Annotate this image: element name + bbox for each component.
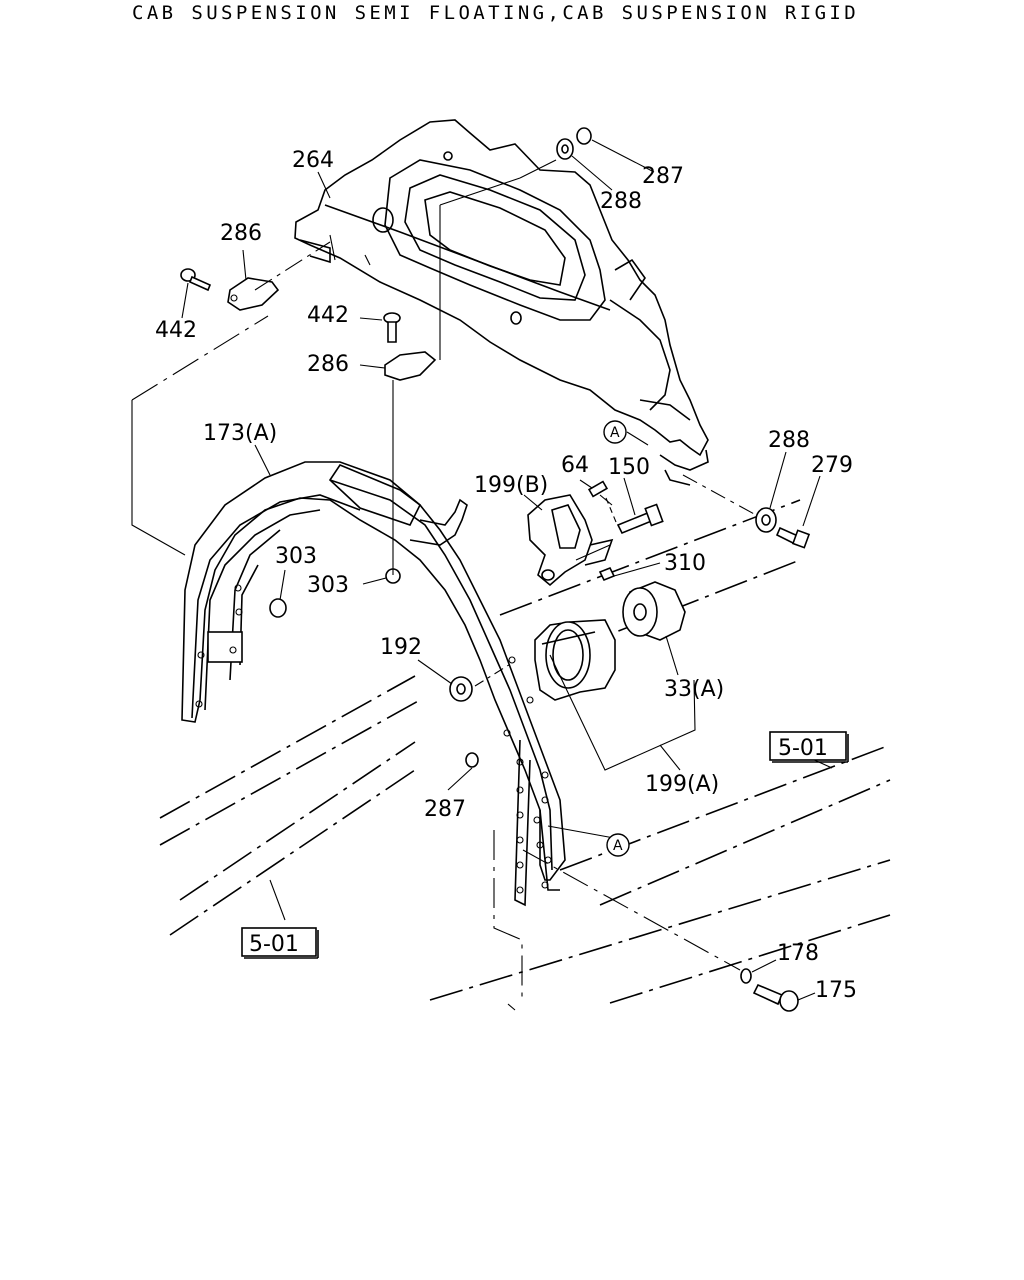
bolt-175 — [752, 983, 799, 1012]
label-175: 175 — [815, 978, 857, 1003]
label-303-a: 303 — [275, 544, 317, 569]
page-title: CAB SUSPENSION SEMI FLOATING,CAB SUSPENS… — [132, 2, 860, 24]
circle-marker-a-top: A — [603, 420, 627, 444]
bolt-442-left — [180, 268, 212, 292]
bolt-279 — [775, 526, 811, 549]
circle-marker-a-bottom-label: A — [613, 838, 623, 854]
callout-labels: 264 287 288 286 442 442 286 173(A) 288 2… — [155, 148, 857, 1003]
nut-192 — [449, 676, 473, 702]
circle-marker-a-bottom: A — [606, 833, 630, 857]
ref-box-left: 5-01 — [241, 927, 319, 959]
label-150: 150 — [608, 455, 650, 480]
label-192: 192 — [380, 635, 422, 660]
label-310: 310 — [664, 551, 706, 576]
label-199b: 199(B) — [474, 473, 548, 498]
ref-label-left: 5-01 — [249, 932, 299, 957]
bracket-286-left — [227, 277, 280, 311]
washer-288-top — [556, 138, 574, 160]
label-287-bottom: 287 — [424, 797, 466, 822]
label-264: 264 — [292, 148, 334, 173]
nut-303-a — [269, 598, 287, 618]
rubber-mount-199a — [534, 619, 616, 701]
label-303-b: 303 — [307, 573, 349, 598]
nut-287-top — [576, 127, 592, 145]
label-286-left: 286 — [220, 221, 262, 246]
bolt-150 — [616, 503, 664, 535]
label-64: 64 — [561, 453, 589, 478]
label-279: 279 — [811, 453, 853, 478]
washer-288-right — [755, 507, 777, 533]
label-leaders — [181, 139, 833, 1001]
rubber-mount-33a — [622, 581, 686, 641]
label-286-mid: 286 — [307, 352, 349, 377]
cab-sill-panel — [294, 119, 709, 486]
label-178: 178 — [777, 941, 819, 966]
ref-label-right: 5-01 — [778, 736, 828, 761]
circle-marker-a-top-label: A — [610, 425, 620, 441]
bolt-442-mid — [383, 312, 401, 343]
ref-box-right: 5-01 — [769, 731, 849, 763]
pin-64 — [587, 480, 613, 506]
bracket-286-mid — [384, 351, 437, 381]
nut-287-bottom — [465, 752, 479, 768]
washer-178 — [740, 968, 752, 984]
label-288-right: 288 — [768, 428, 810, 453]
bracket-199b — [527, 494, 614, 587]
frame-rail-lines — [159, 499, 891, 1004]
assembly-lines — [131, 159, 757, 1011]
label-442-left: 442 — [155, 318, 197, 343]
label-33a: 33(A) — [664, 677, 724, 702]
nut-310 — [598, 566, 616, 582]
crossmember-173a — [181, 461, 566, 907]
label-287-top: 287 — [642, 164, 684, 189]
label-199a: 199(A) — [645, 772, 719, 797]
label-288-top: 288 — [600, 189, 642, 214]
label-442-mid: 442 — [307, 303, 349, 328]
label-173a: 173(A) — [203, 421, 277, 446]
